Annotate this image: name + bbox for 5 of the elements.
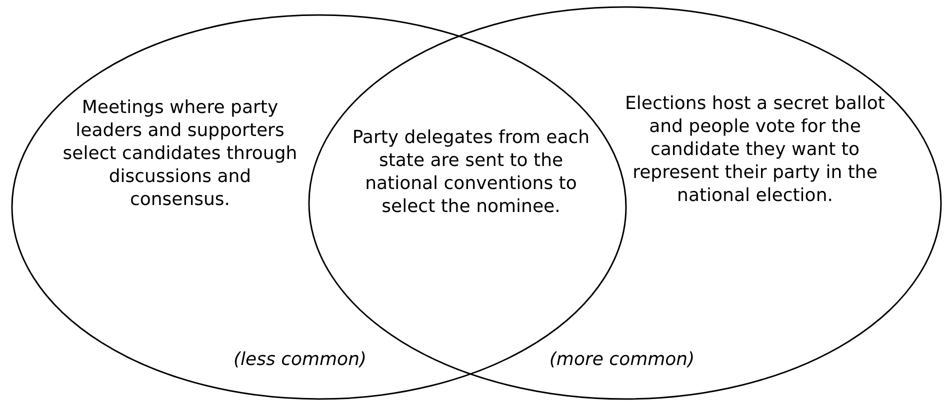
frequency-note: (more common) — [548, 348, 696, 371]
description-text: Meetings where party leaders and supporters select candidates through discussions and consensus. — [62, 96, 298, 211]
description-text: Party delegates from each state are sent to the national conventions to select the nominee. — [351, 126, 591, 218]
description-text: Elections host a secret ballot and people vote for the candidate they want to represent their party in the national election. — [624, 92, 886, 207]
frequency-note: (less common) — [232, 348, 368, 371]
